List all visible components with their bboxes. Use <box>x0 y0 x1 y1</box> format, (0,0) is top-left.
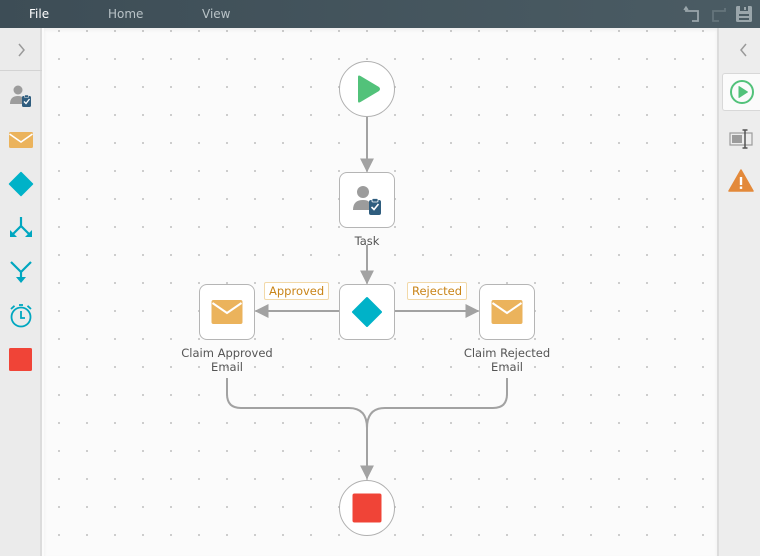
left-toolbox <box>0 28 42 556</box>
edge-label-rejected[interactable]: Rejected <box>407 282 468 300</box>
end-node[interactable] <box>339 480 395 536</box>
claim-rejected-email-node[interactable] <box>479 284 535 340</box>
claim-rejected-email-label-line2: Email <box>491 360 523 374</box>
edge-label-approved[interactable]: Approved <box>264 282 330 300</box>
right-tool-text-field[interactable] <box>723 120 759 158</box>
tool-user-task[interactable] <box>6 81 36 111</box>
split-arrows-icon <box>10 217 32 237</box>
decision-node[interactable] <box>339 284 395 340</box>
right-tool-start[interactable] <box>722 73 760 111</box>
top-menu-bar: File Home View <box>0 0 760 28</box>
undo-icon[interactable] <box>683 4 703 24</box>
start-node[interactable] <box>339 61 395 117</box>
claim-rejected-email-label-line1: Claim Rejected <box>463 346 551 360</box>
claim-rejected-email-label: Claim Rejected Email <box>447 346 567 374</box>
warning-icon <box>728 169 754 192</box>
email-icon <box>491 300 523 324</box>
claim-approved-email-label-line2: Email <box>211 360 243 374</box>
tool-decision[interactable] <box>6 169 36 199</box>
right-panel <box>717 28 760 556</box>
redo-icon[interactable] <box>708 4 728 24</box>
end-square-icon <box>9 348 32 371</box>
save-icon[interactable] <box>734 4 754 24</box>
edge-rejected-to-end[interactable] <box>366 378 508 429</box>
email-icon <box>9 132 33 148</box>
email-icon <box>211 300 243 324</box>
tool-end[interactable] <box>6 345 36 375</box>
tool-split[interactable] <box>6 213 36 243</box>
edge-layer <box>226 117 508 480</box>
play-icon <box>358 75 380 103</box>
workflow-canvas[interactable]: Task Claim Approved Email Claim <box>44 28 717 556</box>
claim-approved-email-node[interactable] <box>199 284 255 340</box>
task-node[interactable] <box>339 172 395 228</box>
user-task-icon <box>353 186 381 215</box>
tool-email[interactable] <box>6 125 36 155</box>
toolbox-collapse-button[interactable] <box>0 28 42 71</box>
menu-file[interactable]: File <box>29 7 50 21</box>
chevron-left-icon <box>740 43 747 57</box>
gateway-diamond-icon <box>8 171 34 197</box>
end-square-icon <box>352 493 382 523</box>
tool-timer[interactable] <box>6 301 36 331</box>
user-task-icon <box>10 85 31 107</box>
menu-home[interactable]: Home <box>108 7 144 21</box>
tool-merge[interactable] <box>6 257 36 287</box>
timer-icon <box>10 304 32 328</box>
claim-approved-email-label: Claim Approved Email <box>167 346 287 374</box>
chevron-right-icon <box>18 43 25 57</box>
claim-approved-email-label-line1: Claim Approved <box>181 346 273 360</box>
gateway-diamond-icon <box>352 297 382 327</box>
start-play-icon <box>729 80 754 104</box>
text-field-icon <box>729 129 753 149</box>
merge-arrows-icon <box>10 261 32 283</box>
edge-approved-to-end[interactable] <box>226 378 374 480</box>
menu-view[interactable]: View <box>202 7 231 21</box>
right-panel-collapse-button[interactable] <box>719 28 760 71</box>
right-tool-warning[interactable] <box>723 162 759 200</box>
task-node-label: Task <box>354 234 380 248</box>
